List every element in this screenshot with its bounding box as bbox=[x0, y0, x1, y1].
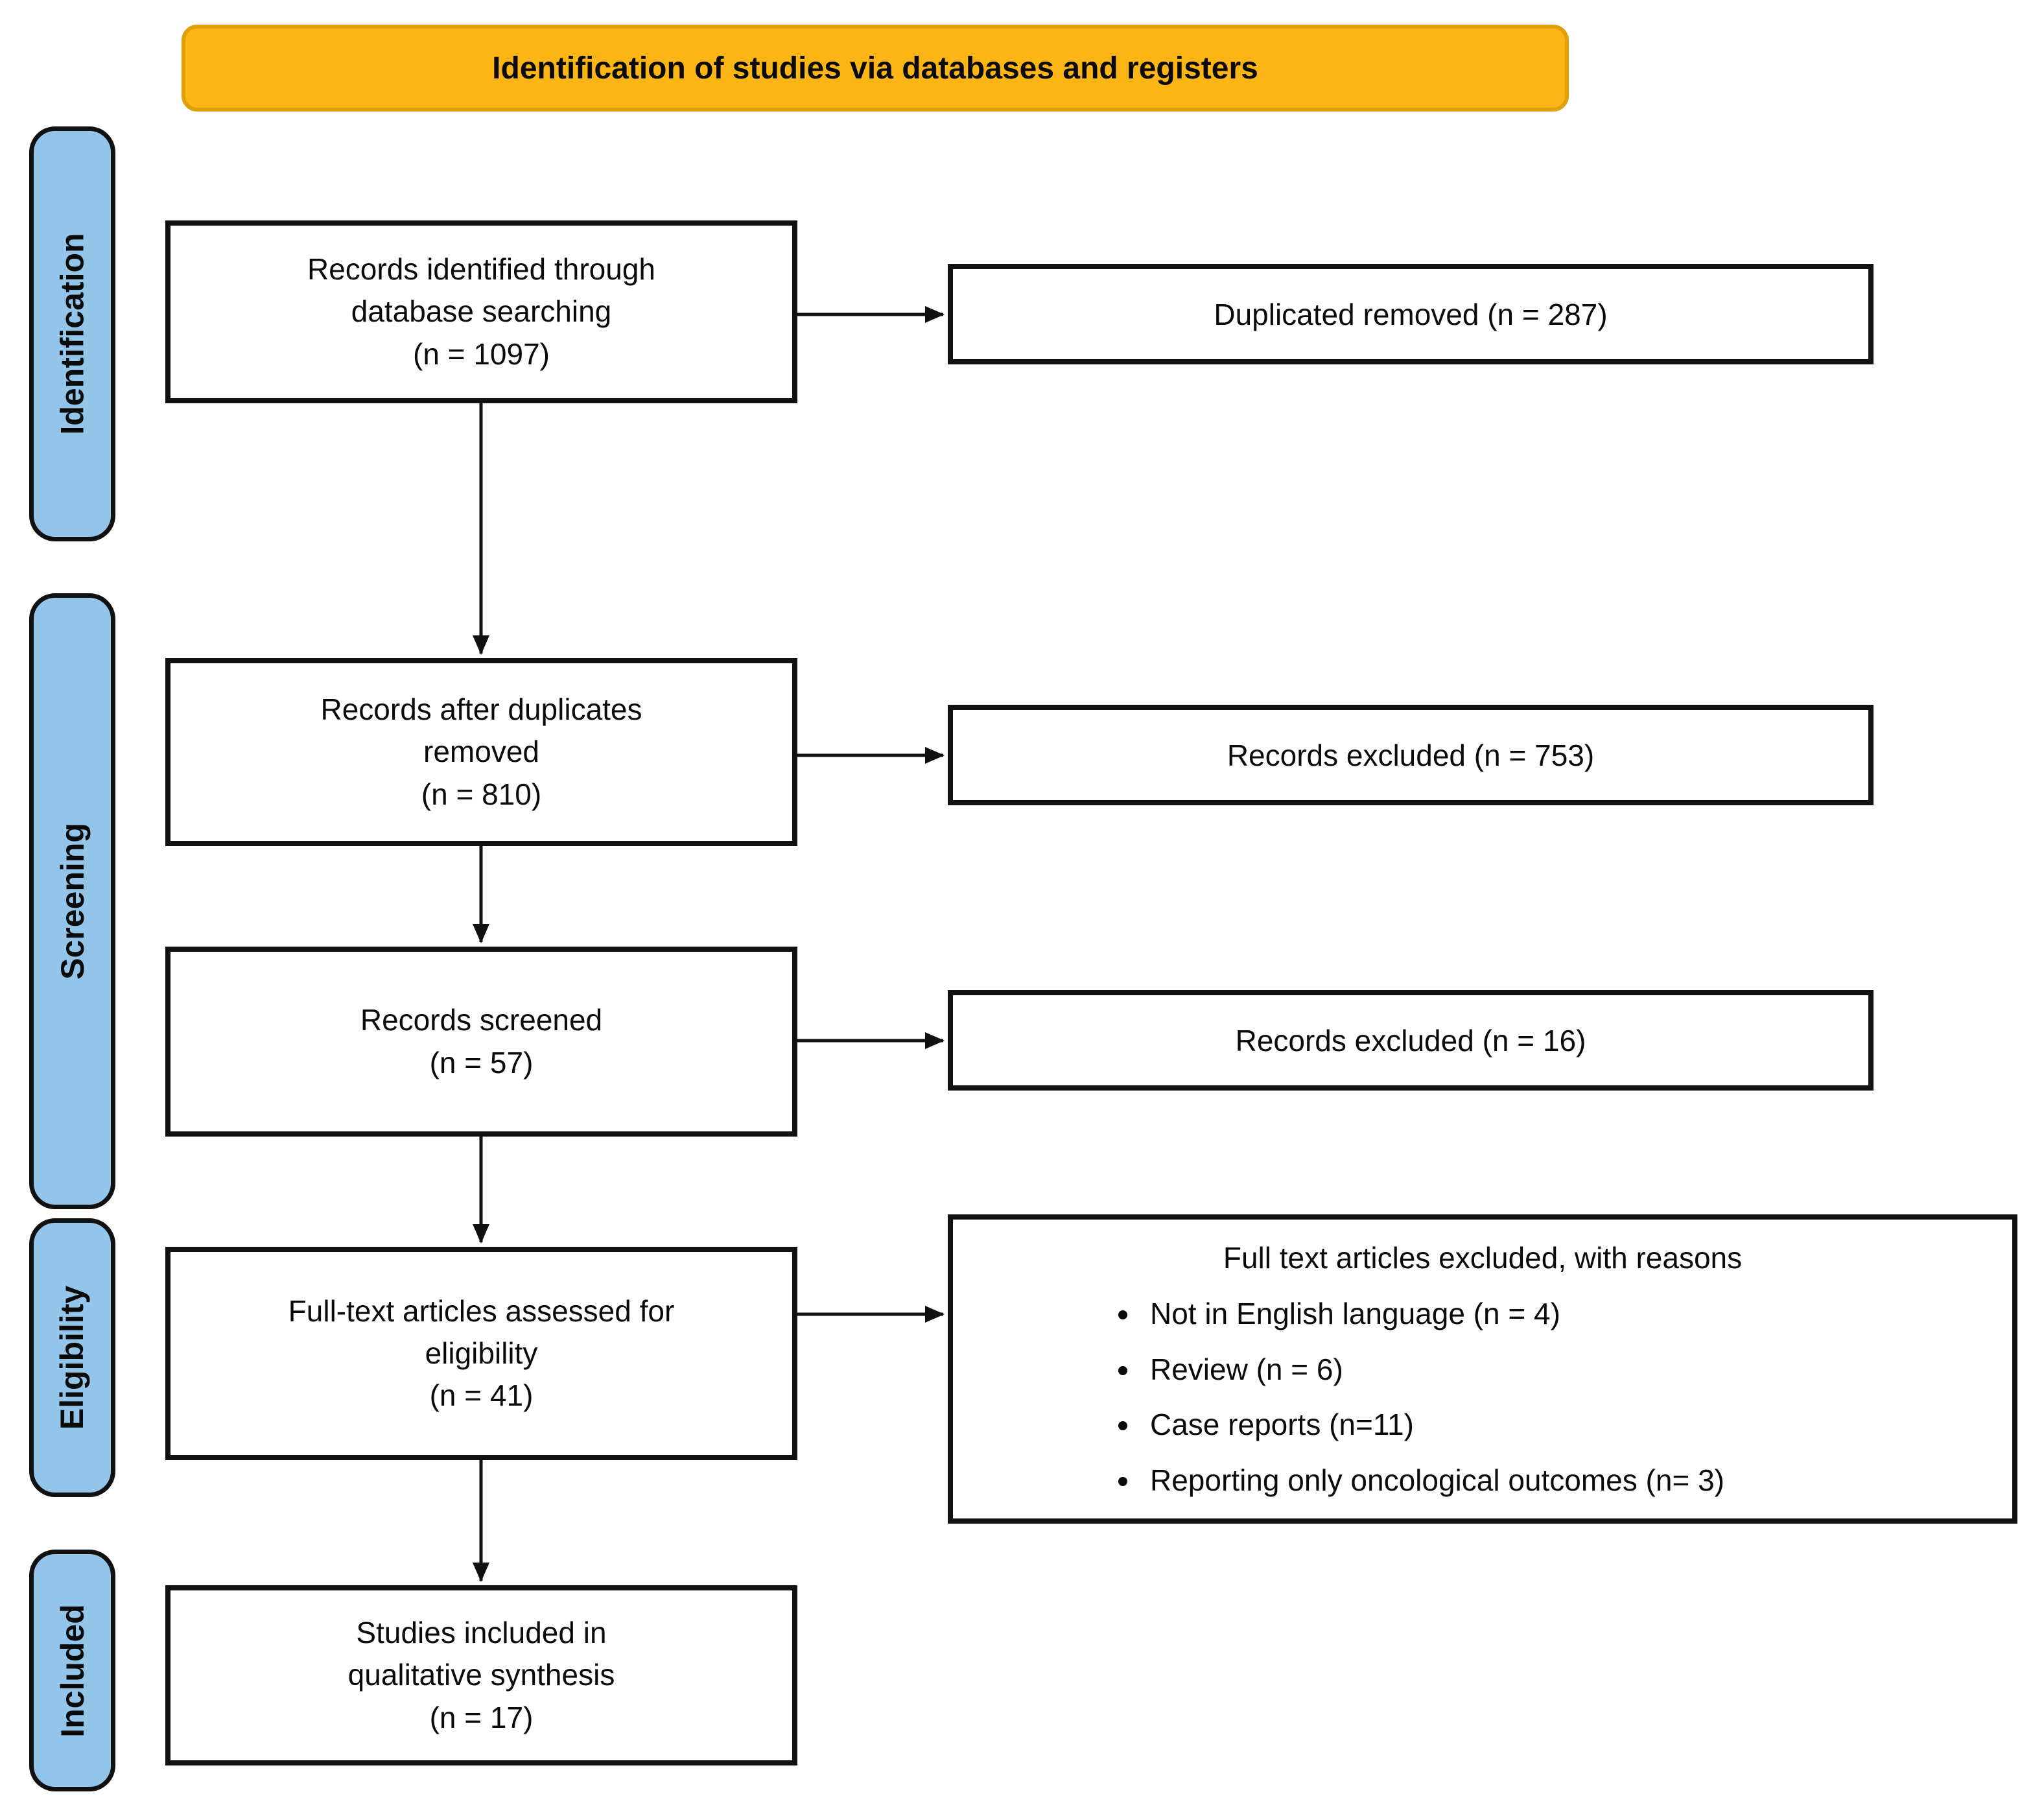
exclusion-reason-item: Reporting only oncological outcomes (n= … bbox=[1141, 1461, 1986, 1500]
stage-band-identification: Identification bbox=[29, 126, 115, 541]
stage-label-screening: Screening bbox=[54, 823, 91, 980]
stage-band-included: Included bbox=[29, 1550, 115, 1791]
exclusion-reason-item: Case reports (n=11) bbox=[1141, 1406, 1986, 1445]
flow-box-studies-included: Studies included in qualitative synthesi… bbox=[165, 1585, 797, 1765]
stage-label-identification: Identification bbox=[54, 233, 91, 435]
exclusion-box-duplicates-removed: Duplicated removed (n = 287) bbox=[948, 264, 1874, 364]
flow-box-records-identified: Records identified through database sear… bbox=[165, 220, 797, 403]
exclusion-reasons-title: Full text articles excluded, with reason… bbox=[1223, 1241, 1743, 1275]
flow-box-fulltext-assessed: Full-text articles assessed for eligibil… bbox=[165, 1247, 797, 1460]
exclusion-reason-item: Review (n = 6) bbox=[1141, 1351, 1986, 1389]
exclusion-reasons-box: Full text articles excluded, with reason… bbox=[948, 1214, 2017, 1524]
stage-band-screening: Screening bbox=[29, 593, 115, 1209]
flow-box-records-after-duplicates: Records after duplicates removed (n = 81… bbox=[165, 658, 797, 846]
stage-band-eligibility: Eligibility bbox=[29, 1218, 115, 1497]
exclusion-box-records-excluded-16: Records excluded (n = 16) bbox=[948, 990, 1874, 1091]
exclusion-box-records-excluded-753: Records excluded (n = 753) bbox=[948, 705, 1874, 805]
exclusion-reasons-list: Not in English language (n = 4) Review (… bbox=[979, 1295, 1986, 1500]
banner-title: Identification of studies via databases … bbox=[182, 25, 1569, 112]
exclusion-reason-item: Not in English language (n = 4) bbox=[1141, 1295, 1986, 1334]
stage-label-included: Included bbox=[54, 1603, 91, 1738]
flow-box-records-screened: Records screened (n = 57) bbox=[165, 947, 797, 1137]
stage-label-eligibility: Eligibility bbox=[54, 1285, 91, 1430]
